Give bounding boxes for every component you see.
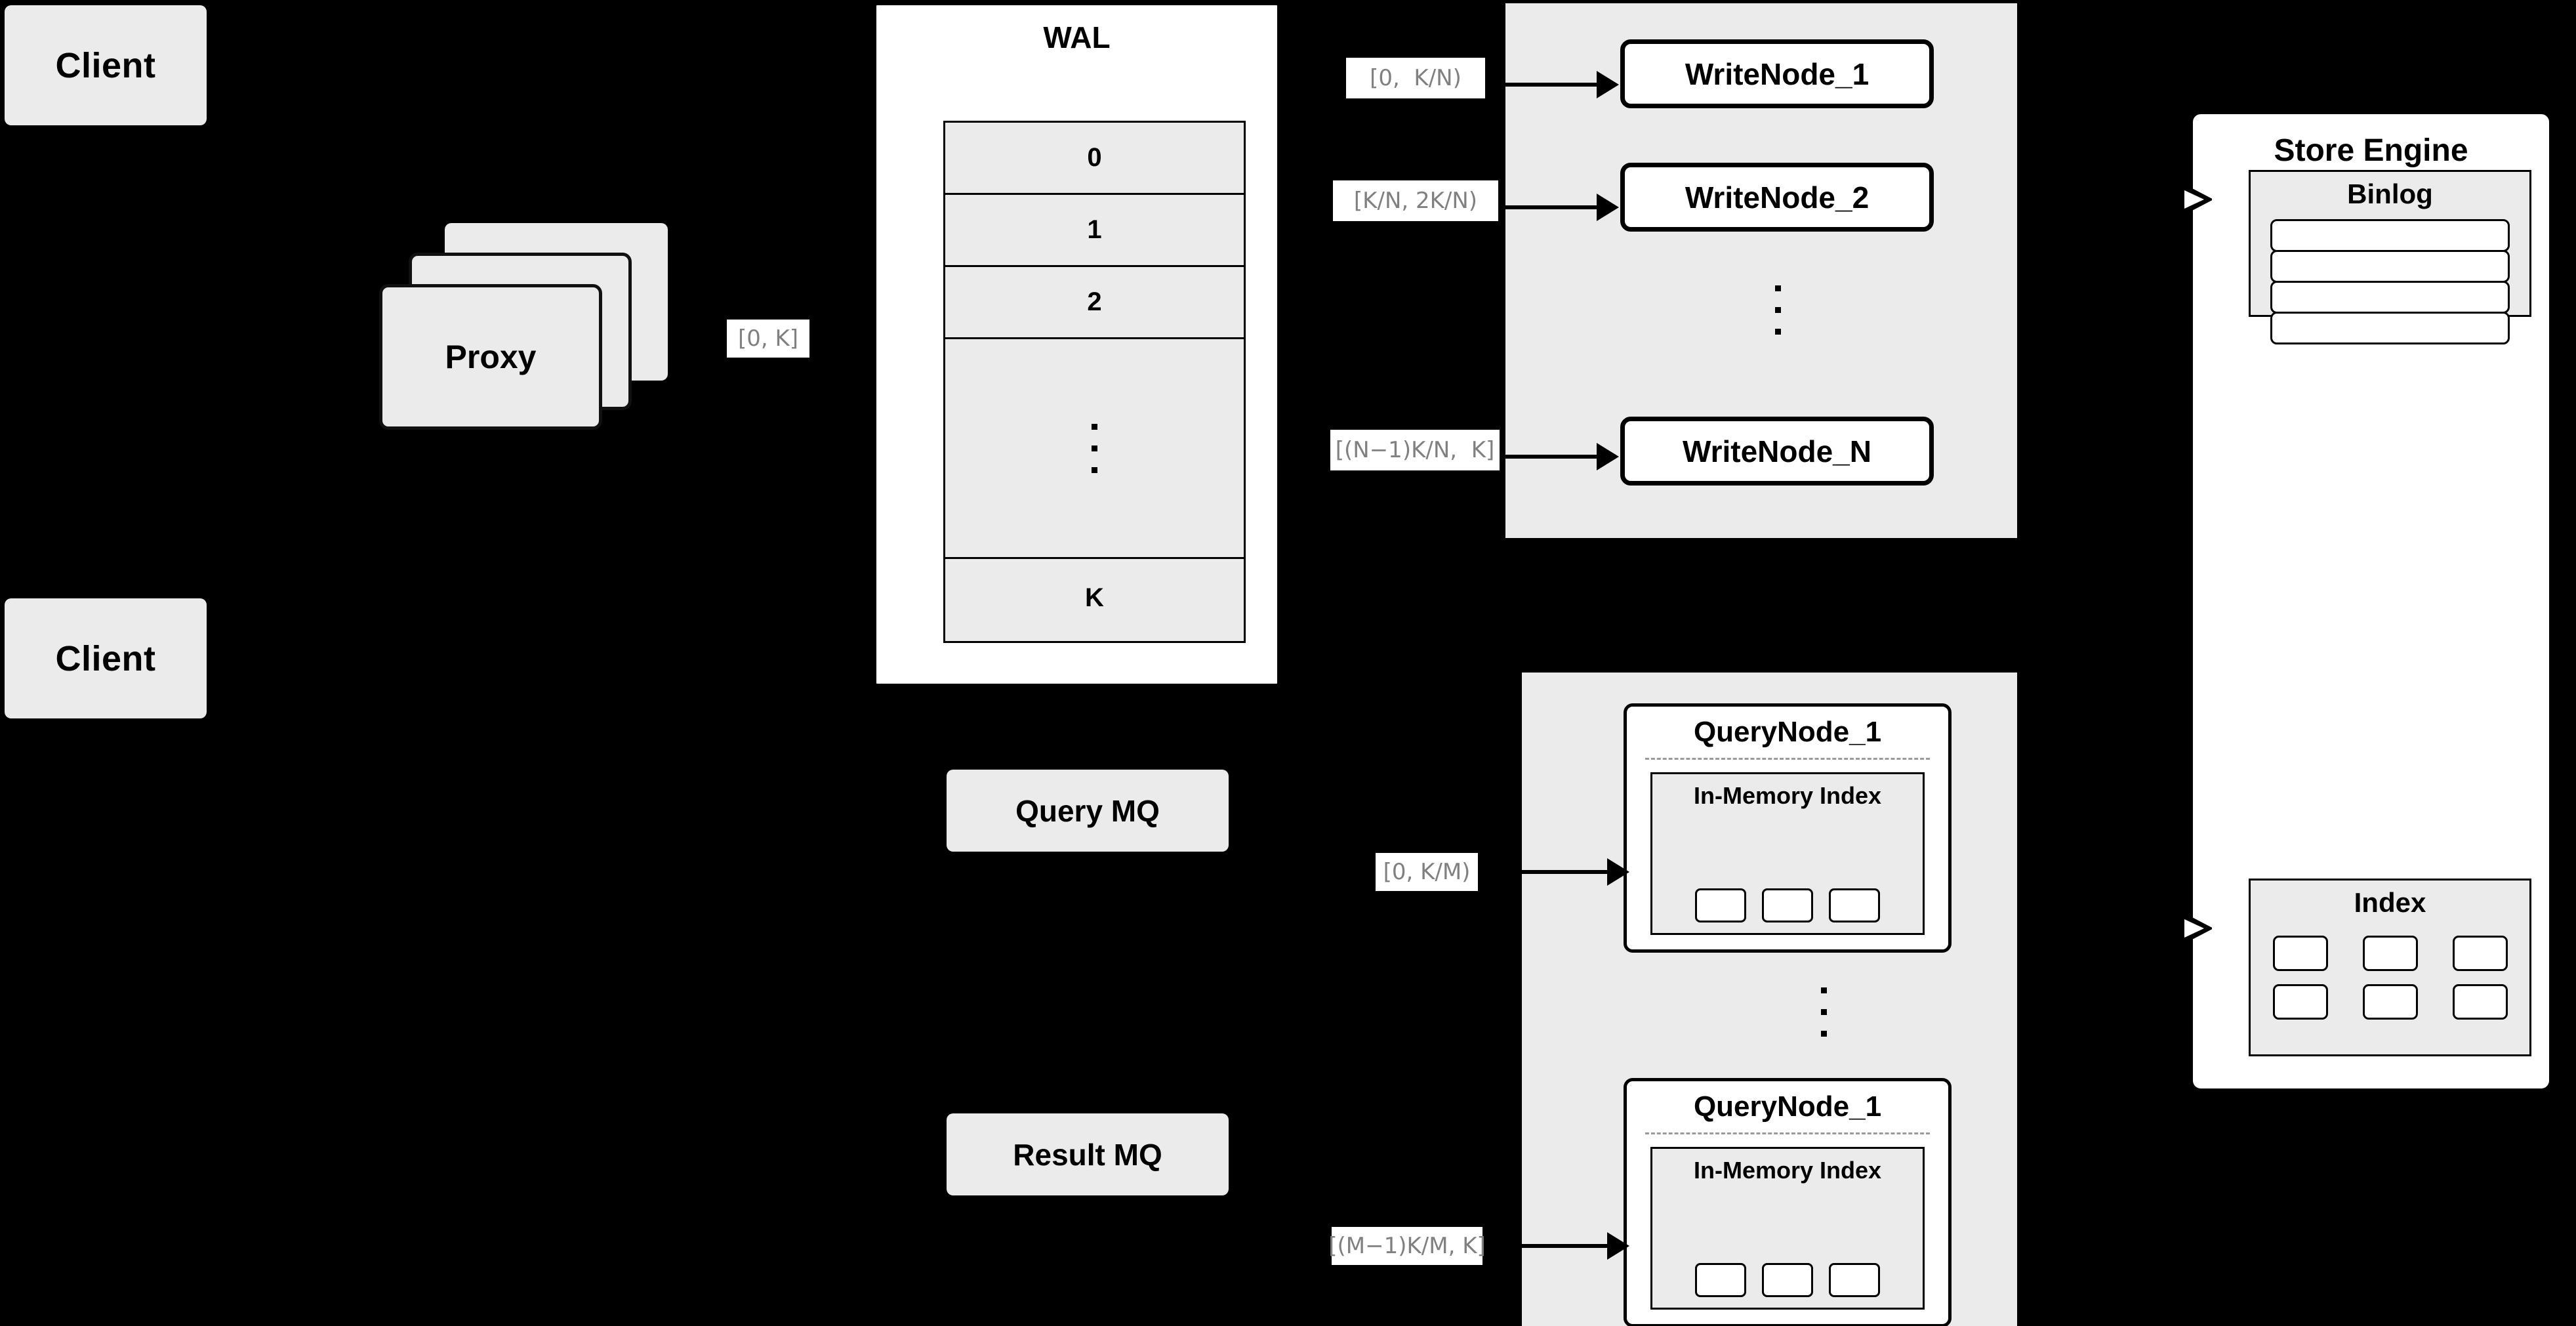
binlog-segments xyxy=(2270,219,2510,344)
wal-row-label: 1 xyxy=(1087,215,1102,244)
write-node-label: WriteNode_N xyxy=(1683,434,1871,468)
query-node-2-divider xyxy=(1645,1132,1930,1134)
wal-row-2: 2 xyxy=(945,267,1244,339)
index-cell xyxy=(1695,888,1746,922)
query-node-1-divider xyxy=(1645,758,1930,760)
query-node-2-range-label: [(M−1)K/M, K] xyxy=(1328,1227,1486,1265)
write-node-2: WriteNode_2 xyxy=(1620,163,1934,232)
range-text: [K/N, 2K/N) xyxy=(1353,188,1478,214)
query-mq-label: Query MQ xyxy=(1015,793,1160,828)
query-node-1-range-label: [0, K/M) xyxy=(1376,853,1478,891)
index-cell xyxy=(2452,936,2508,971)
result-mq-label: Result MQ xyxy=(1013,1137,1162,1172)
arrow-head-query-1 xyxy=(1607,858,1629,886)
wal-row-label: 2 xyxy=(1087,287,1102,316)
write-node-1: WriteNode_1 xyxy=(1620,39,1934,108)
index-title: Index xyxy=(2354,887,2426,918)
query-node-1-title: QueryNode_1 xyxy=(1693,716,1882,748)
in-memory-index-1: In-Memory Index xyxy=(1650,772,1925,935)
query-mq-box: Query MQ xyxy=(947,770,1229,852)
wal-row-label: 0 xyxy=(1087,143,1102,172)
binlog-title: Binlog xyxy=(2347,178,2433,209)
index-box: Index xyxy=(2249,879,2531,1056)
binlog-segment xyxy=(2270,250,2510,283)
write-node-1-range-label: [0, K/N) xyxy=(1346,58,1485,98)
write-node-2-range-label: [K/N, 2K/N) xyxy=(1333,180,1498,221)
arrow-head-write-n xyxy=(1597,443,1619,470)
binlog-segment xyxy=(2270,219,2510,252)
arrow-line-query-2 xyxy=(1522,1244,1608,1248)
binlog-segment xyxy=(2270,312,2510,344)
index-cells xyxy=(2262,936,2518,1020)
write-cluster-panel: WriteNode_1 WriteNode_2 WriteNode_N xyxy=(1505,3,2017,538)
store-engine-title: Store Engine xyxy=(2274,133,2468,168)
range-text: [(M−1)K/M, K] xyxy=(1328,1233,1486,1259)
wal-panel: WAL 0 1 2 K xyxy=(874,3,1279,686)
index-cell xyxy=(1829,1263,1880,1297)
wal-row-0: 0 xyxy=(945,123,1244,195)
arrow-head-write-1 xyxy=(1597,71,1619,98)
result-mq-box: Result MQ xyxy=(947,1113,1229,1195)
query-cluster-panel: QueryNode_1 In-Memory Index QueryNode_1 … xyxy=(1522,673,2017,1326)
wal-table: 0 1 2 K xyxy=(943,121,1246,643)
in-memory-index-1-title: In-Memory Index xyxy=(1693,782,1882,809)
client-label-2: Client xyxy=(55,638,156,678)
range-text: [0, K/M) xyxy=(1383,859,1471,885)
wal-row-label: K xyxy=(1085,583,1104,612)
in-memory-index-2: In-Memory Index xyxy=(1650,1147,1925,1310)
proxy-card-front: Proxy xyxy=(379,284,602,430)
arrow-line-write-2 xyxy=(1500,205,1598,209)
range-text: [(N−1)K/N, K] xyxy=(1335,437,1495,463)
arrow-head-hollow-index xyxy=(2179,911,2212,945)
query-node-2-title: QueryNode_1 xyxy=(1693,1090,1882,1123)
store-engine-panel: Store Engine Binlog Index xyxy=(2189,110,2553,1092)
write-node-label: WriteNode_1 xyxy=(1685,56,1870,91)
in-memory-index-2-cells xyxy=(1652,1263,1923,1297)
write-node-n-range-label: [(N−1)K/N, K] xyxy=(1330,430,1500,470)
arrow-line-query-1 xyxy=(1522,870,1608,874)
binlog-segment xyxy=(2270,281,2510,314)
index-cell xyxy=(2272,984,2328,1020)
arrow-head-write-2 xyxy=(1597,194,1619,221)
write-node-label: WriteNode_2 xyxy=(1685,180,1870,215)
wal-row-k: K xyxy=(945,559,1244,637)
arrow-head-query-2 xyxy=(1607,1232,1629,1260)
index-cell xyxy=(1762,1263,1813,1297)
wal-row-1: 1 xyxy=(945,195,1244,267)
client-box-1: Client xyxy=(5,5,207,125)
index-cell xyxy=(2362,936,2418,971)
arrow-line-write-1 xyxy=(1500,83,1598,87)
index-cell xyxy=(1829,888,1880,922)
arrow-head-hollow-binlog xyxy=(2179,182,2212,217)
arrow-line-write-n xyxy=(1500,455,1598,459)
range-text: [0, K] xyxy=(737,325,799,352)
query-cluster-ellipsis xyxy=(1788,968,1860,1056)
arrow-line-binlog xyxy=(2144,197,2183,201)
write-cluster-ellipsis xyxy=(1742,266,1814,354)
index-cell xyxy=(2362,984,2418,1020)
range-text: [0, K/N) xyxy=(1370,65,1462,91)
proxy-output-range-label: [0, K] xyxy=(727,320,809,358)
index-cell xyxy=(1695,1263,1746,1297)
query-node-2: QueryNode_1 In-Memory Index xyxy=(1624,1078,1952,1326)
binlog-box: Binlog xyxy=(2249,170,2531,344)
arrow-line-index xyxy=(2144,926,2183,930)
wal-row-ellipsis xyxy=(945,339,1244,559)
in-memory-index-2-title: In-Memory Index xyxy=(1693,1157,1882,1184)
write-node-n: WriteNode_N xyxy=(1620,417,1934,486)
wal-title: WAL xyxy=(1043,20,1111,54)
in-memory-index-1-cells xyxy=(1652,888,1923,922)
client-label-1: Client xyxy=(55,45,156,85)
index-cell xyxy=(1762,888,1813,922)
query-node-1: QueryNode_1 In-Memory Index xyxy=(1624,703,1952,953)
index-cell xyxy=(2452,984,2508,1020)
client-box-2: Client xyxy=(5,598,207,718)
index-cell xyxy=(2272,936,2328,971)
proxy-label: Proxy xyxy=(445,339,537,375)
